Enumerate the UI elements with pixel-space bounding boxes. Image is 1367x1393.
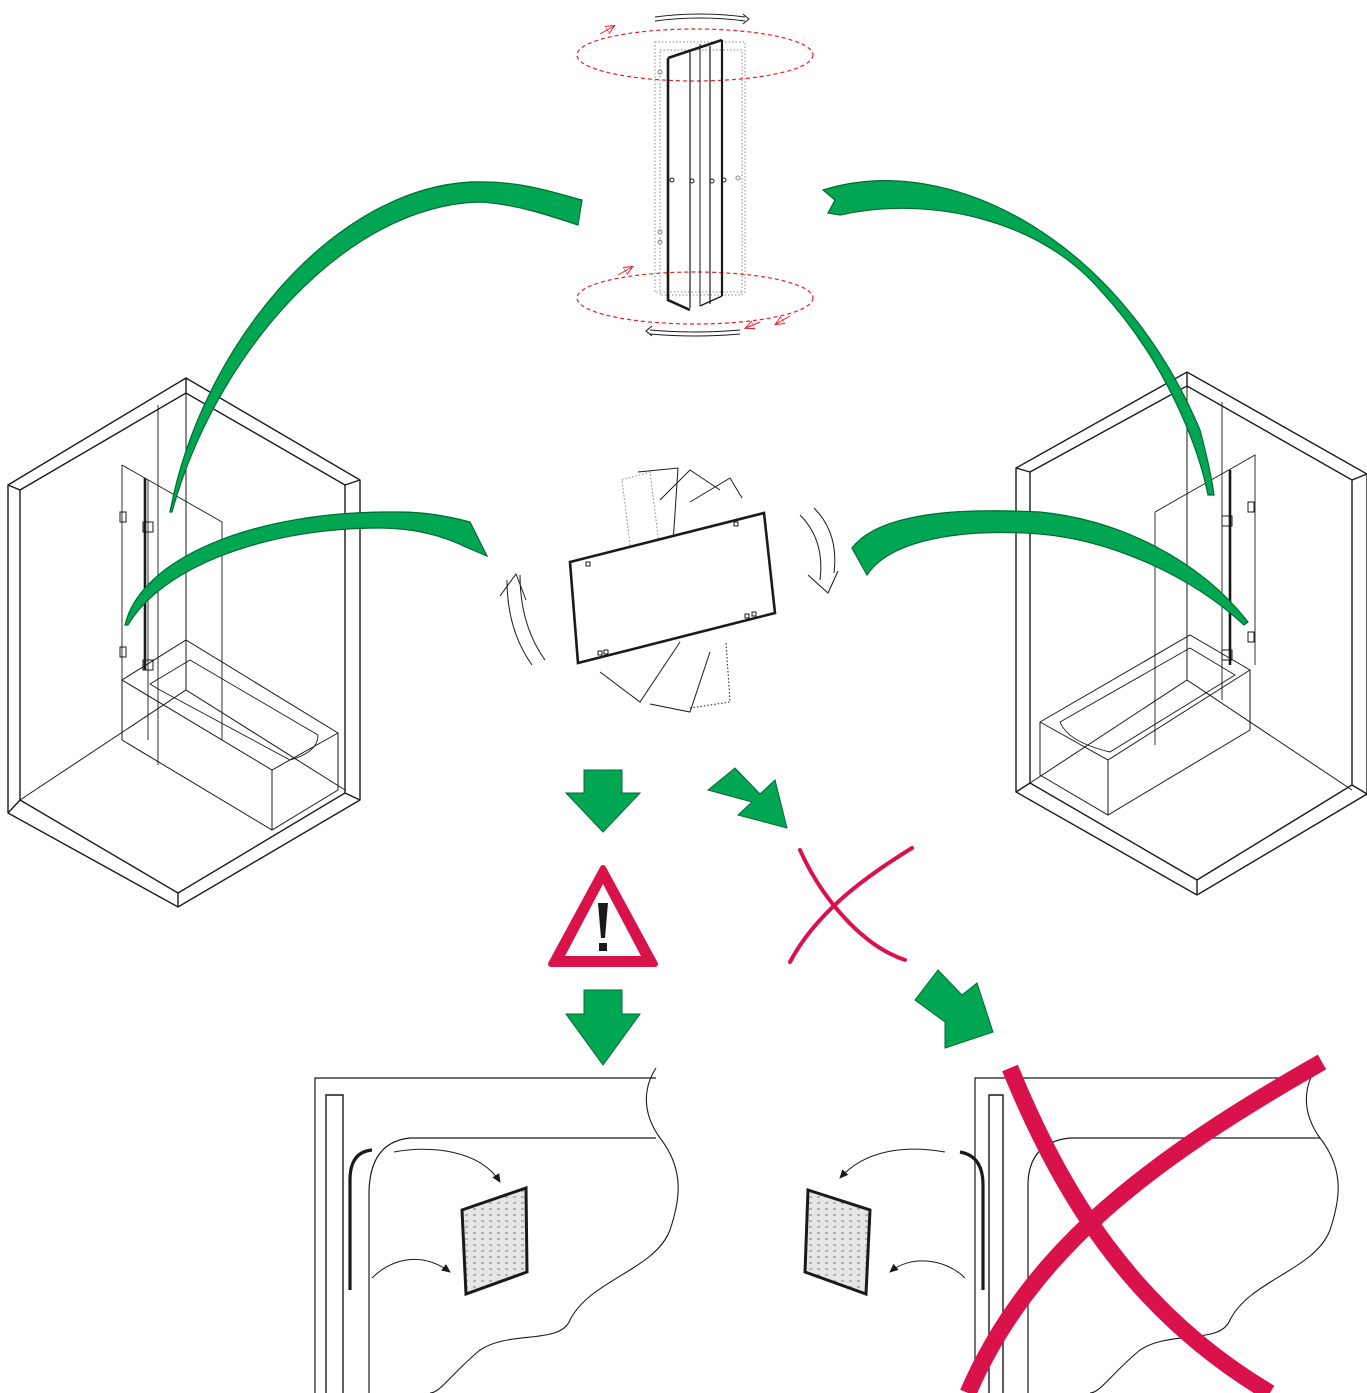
bottom-rotation-ellipse — [576, 271, 814, 325]
incorrect-seal-strip — [803, 1187, 872, 1297]
left-bathroom-enclosure — [7, 377, 361, 908]
green-curved-arrows — [124, 180, 1249, 626]
arrow-warning-to-correct — [565, 989, 641, 1066]
large-incorrect-cross-icon — [960, 1054, 1327, 1393]
arrow-center-to-left — [124, 511, 489, 626]
main-glass-panel — [568, 511, 777, 665]
arrow-top-to-right — [821, 180, 1215, 496]
top-rotation-ellipse — [576, 28, 814, 82]
correct-seal-strip — [460, 1185, 529, 1297]
right-bathroom-enclosure — [1015, 371, 1367, 896]
incorrect-cross-icon — [788, 846, 914, 964]
green-down-arrows — [564, 767, 994, 1066]
incorrect-seal-detail — [803, 1067, 1339, 1393]
top-rotating-panel — [576, 13, 814, 337]
arrow-cross-to-incorrect — [914, 969, 994, 1049]
center-rotating-panel — [499, 467, 839, 713]
correct-seal-detail — [314, 1067, 679, 1393]
warning-triangle-icon — [548, 865, 658, 967]
arrow-down-to-warning — [564, 769, 642, 833]
arrow-diagonal-to-cross — [706, 767, 788, 829]
arrow-top-to-left — [169, 181, 583, 513]
arrow-center-to-right — [851, 510, 1249, 626]
